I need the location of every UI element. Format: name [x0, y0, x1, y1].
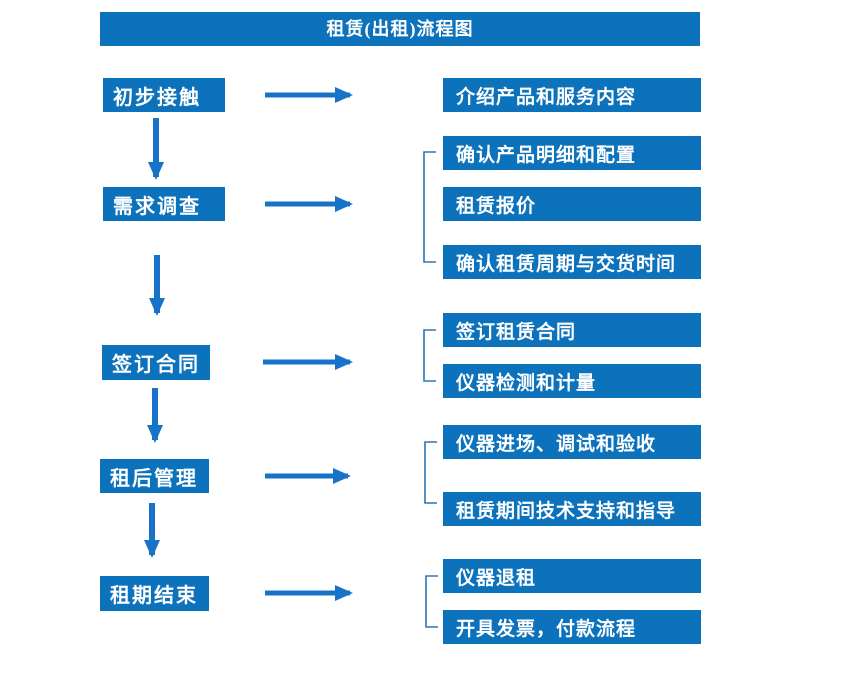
- stage-sign-contract: 签订合同: [102, 345, 210, 380]
- output-instrument-testing: 仪器检测和计量: [443, 364, 701, 398]
- output-confirm-product-details: 确认产品明细和配置: [443, 136, 701, 170]
- stage-lease-end: 租期结束: [100, 576, 209, 611]
- output-instrument-return: 仪器退租: [443, 559, 701, 593]
- group-bracket: [425, 575, 438, 628]
- stage-post-rental-management: 租后管理: [100, 459, 209, 493]
- stage-initial-contact: 初步接触: [103, 78, 225, 112]
- group-bracket: [424, 441, 437, 504]
- output-instrument-setup-acceptance: 仪器进场、调试和验收: [443, 425, 701, 459]
- output-sign-rental-contract: 签订租赁合同: [443, 313, 701, 347]
- flowchart-title: 租赁(出租)流程图: [100, 12, 700, 46]
- output-introduce-products: 介绍产品和服务内容: [443, 78, 701, 112]
- output-invoice-payment: 开具发票，付款流程: [443, 610, 701, 644]
- group-bracket: [423, 329, 436, 382]
- group-bracket: [423, 151, 436, 263]
- output-rental-quote: 租赁报价: [443, 187, 701, 221]
- output-rental-tech-support: 租赁期间技术支持和指导: [443, 492, 701, 526]
- stage-demand-survey: 需求调查: [103, 187, 225, 221]
- output-confirm-period-delivery: 确认租赁周期与交货时间: [443, 245, 701, 279]
